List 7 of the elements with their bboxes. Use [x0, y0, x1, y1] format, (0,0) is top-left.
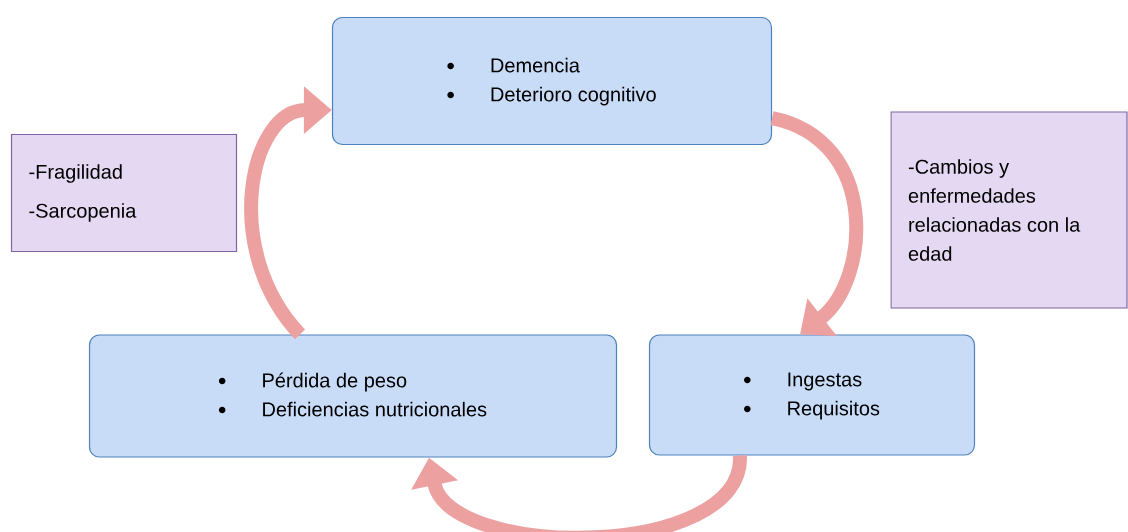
bullet-box: Pérdida de peso Deficiencias nutricionales: [88, 334, 618, 458]
bullet-box: Demencia Deterioro cognitivo: [331, 16, 773, 146]
note-box: -Cambios y enfermedades relacionadas con la edad: [890, 111, 1128, 309]
curved-arrow: [770, 111, 864, 337]
curved-arrow: [411, 454, 747, 532]
note-box: -Fragilidad -Sarcopenia: [10, 133, 238, 253]
bullet-box: Ingestas Requisitos: [648, 334, 976, 456]
